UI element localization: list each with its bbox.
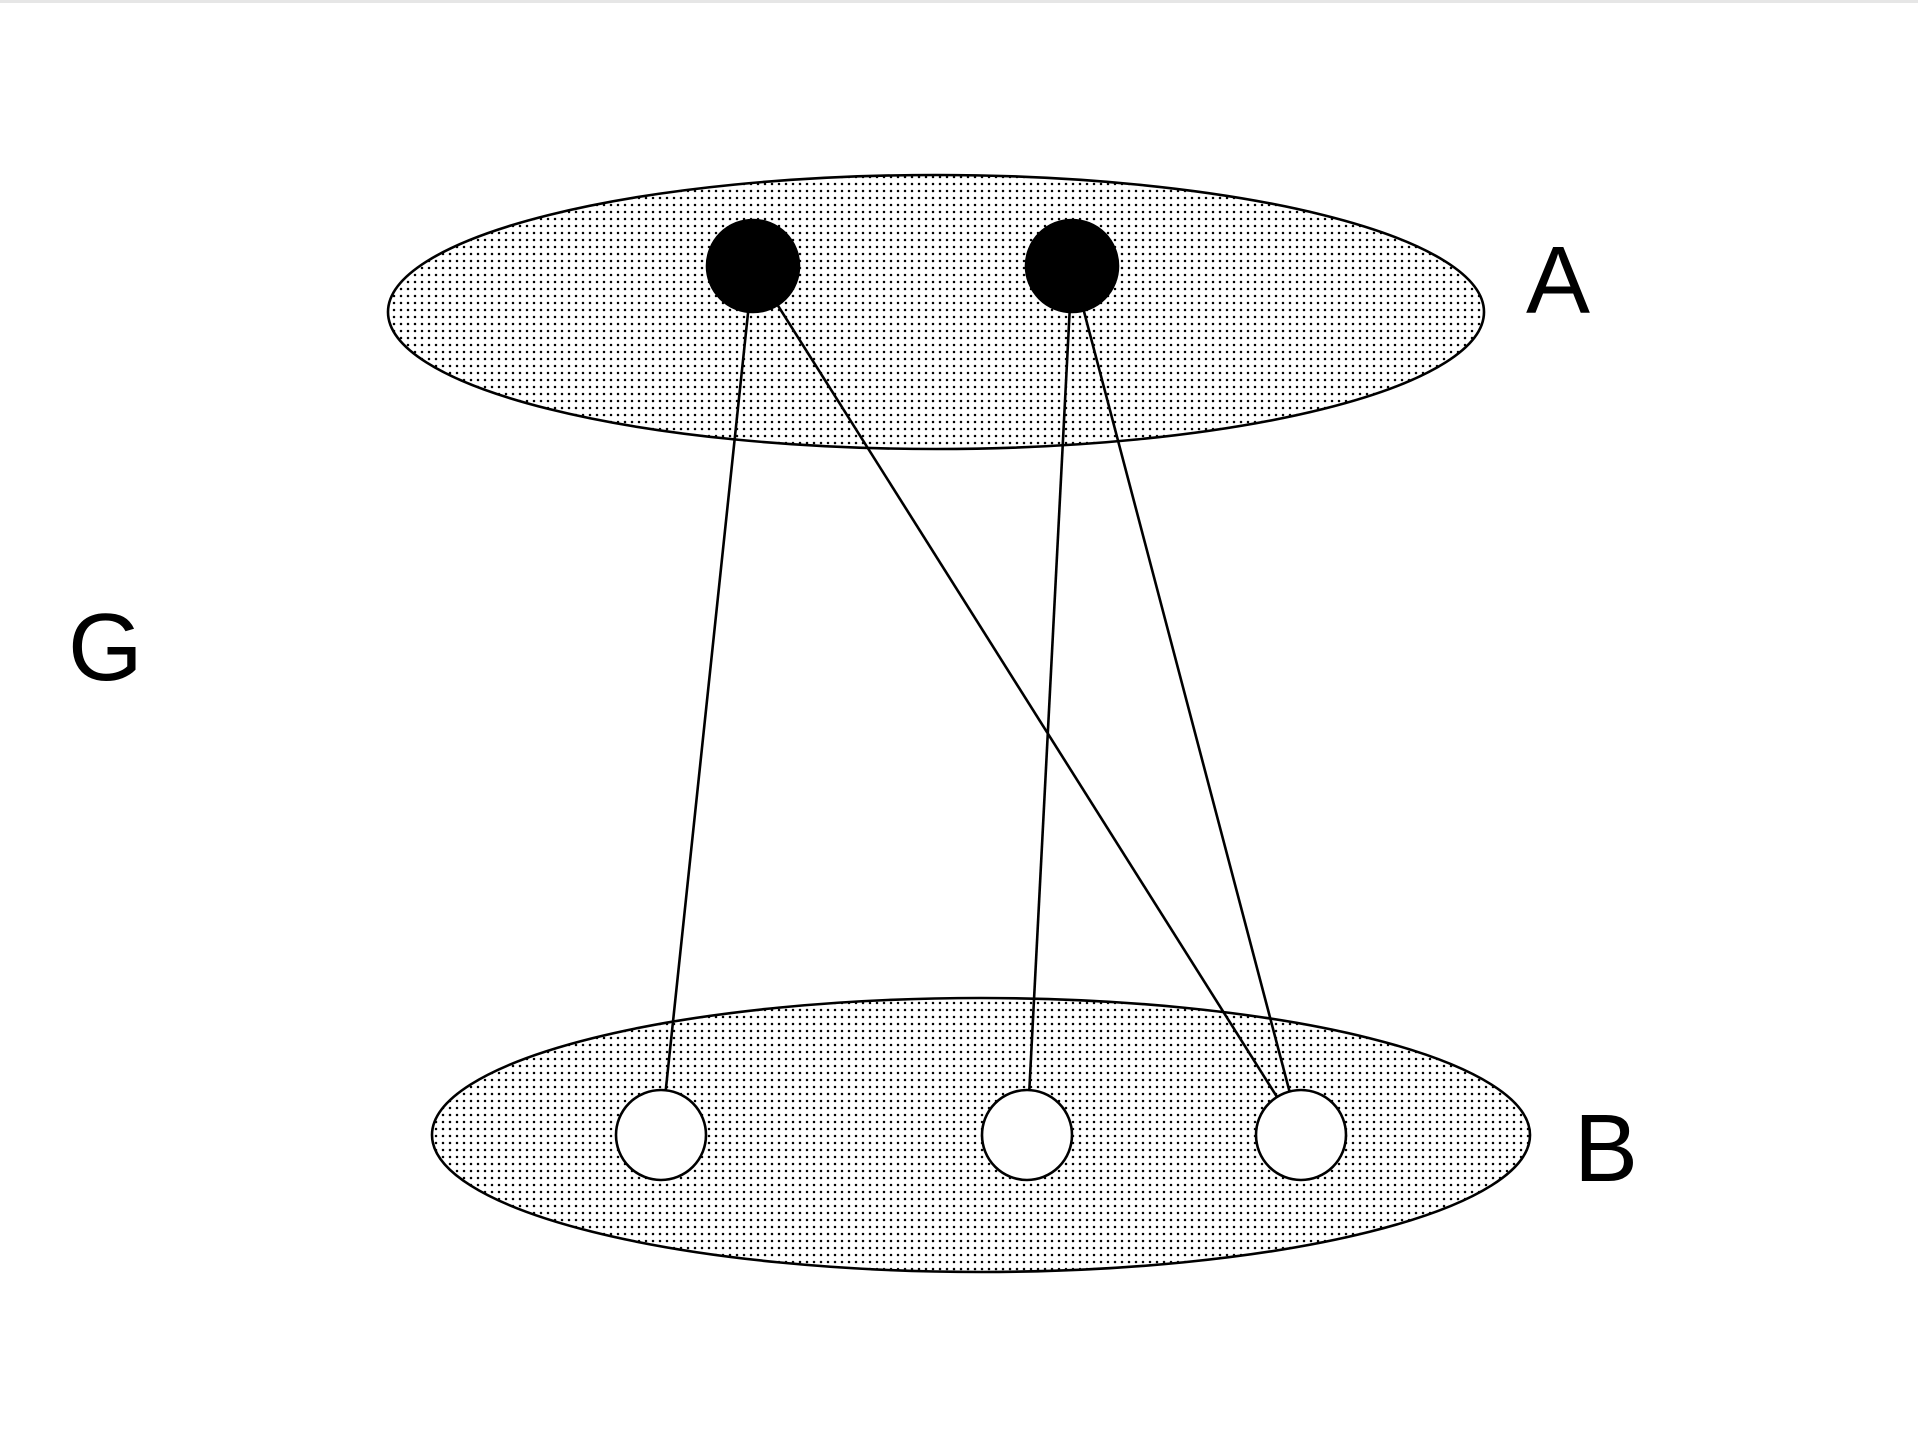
node-a2: [1024, 218, 1120, 314]
nodes-layer: [614, 218, 1348, 1182]
node-b1: [614, 1088, 708, 1182]
edges-layer: [664, 304, 1291, 1098]
edge-a2-b3: [1082, 310, 1291, 1092]
set-b-label: B: [1574, 1095, 1638, 1202]
set-a-label: A: [1526, 227, 1590, 334]
edge-a1-b3: [776, 304, 1279, 1098]
set-a-ellipse: [386, 173, 1486, 451]
top-border: [0, 0, 1918, 3]
node-b3: [1254, 1088, 1348, 1182]
node-b2: [980, 1088, 1074, 1182]
node-a1: [705, 218, 801, 314]
edge-a2-b2: [1028, 311, 1071, 1091]
edge-a1-b1: [664, 311, 750, 1091]
graph-label: G: [68, 594, 143, 701]
